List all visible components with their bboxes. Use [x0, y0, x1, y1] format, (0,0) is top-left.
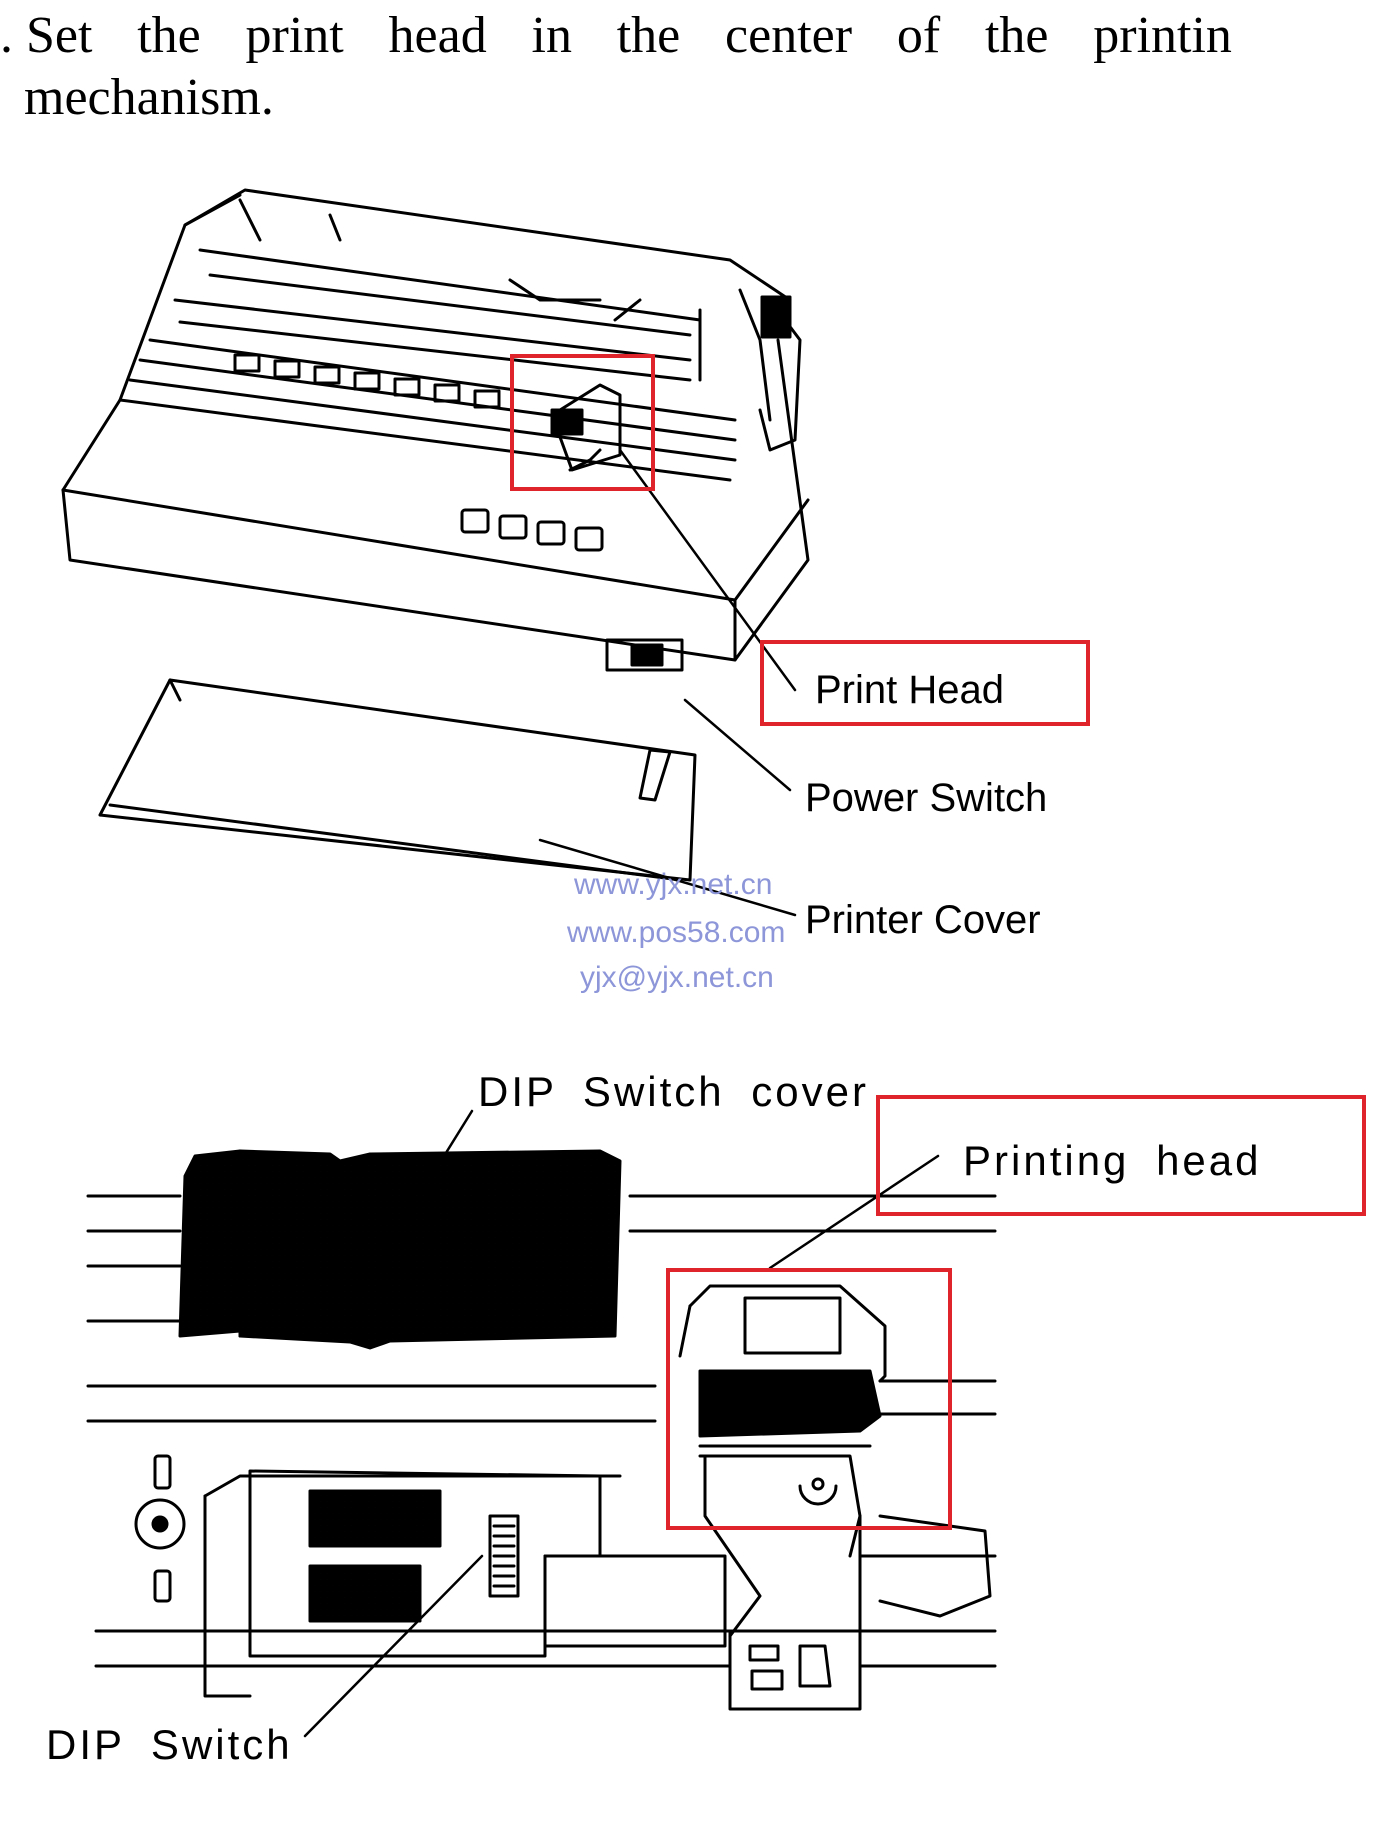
left-side-marks	[134, 1454, 186, 1603]
printer-illustration	[61, 188, 810, 917]
dip-switch-label: DIP Switch	[46, 1721, 293, 1768]
power-switch-figure	[605, 638, 684, 672]
instruction-line-1: . Set the print head in the center of th…	[0, 10, 1232, 62]
power-switch-label: Power Switch	[805, 776, 1048, 820]
carriage-rails	[86, 1194, 997, 1668]
instruction-word: the	[616, 7, 681, 64]
instruction-word: . Set	[0, 7, 93, 64]
instruction-word: center	[725, 7, 853, 64]
print-head-highlight	[510, 354, 655, 491]
printer-body	[61, 188, 810, 662]
watermark-line-2: www.pos58.com	[567, 916, 786, 949]
instruction-word: head	[388, 7, 487, 64]
printing-head-label-highlight	[876, 1095, 1366, 1216]
instruction-word: in	[531, 7, 572, 64]
watermark-line-1: www.yjx.net.cn	[574, 868, 773, 901]
print-head-label-highlight	[760, 640, 1090, 726]
instruction-word: print	[245, 7, 344, 64]
print-head-figure	[550, 383, 622, 472]
watermark-line-3: yjx@yjx.net.cn	[580, 961, 774, 994]
printer-cover-figure	[98, 678, 697, 882]
platen-knob	[758, 295, 802, 452]
printing-head-figure	[678, 1284, 887, 1711]
leader-lines	[538, 448, 797, 917]
paper-guides	[233, 353, 501, 409]
printing-head-highlight	[666, 1268, 952, 1530]
printer-cover-label: Printer Cover	[805, 898, 1041, 942]
dip-switch-cover-figure	[178, 1149, 622, 1350]
instruction-word: the	[984, 7, 1049, 64]
leader-lines	[303, 1109, 940, 1738]
instruction-word: printin	[1093, 7, 1232, 64]
printing-head-label: Printing head	[963, 1137, 1262, 1184]
control-panel-buttons	[460, 508, 604, 552]
instruction-line-2: mechanism.	[24, 69, 274, 126]
instruction-word: the	[137, 7, 201, 64]
print-head-label: Print Head	[815, 668, 1004, 712]
dip-switch-cover-label: DIP Switch cover	[478, 1068, 869, 1115]
instruction-word: of	[896, 7, 941, 64]
ribbon-cable	[878, 1514, 992, 1618]
control-board	[203, 1469, 727, 1698]
mechanism-illustration	[86, 1109, 997, 1738]
